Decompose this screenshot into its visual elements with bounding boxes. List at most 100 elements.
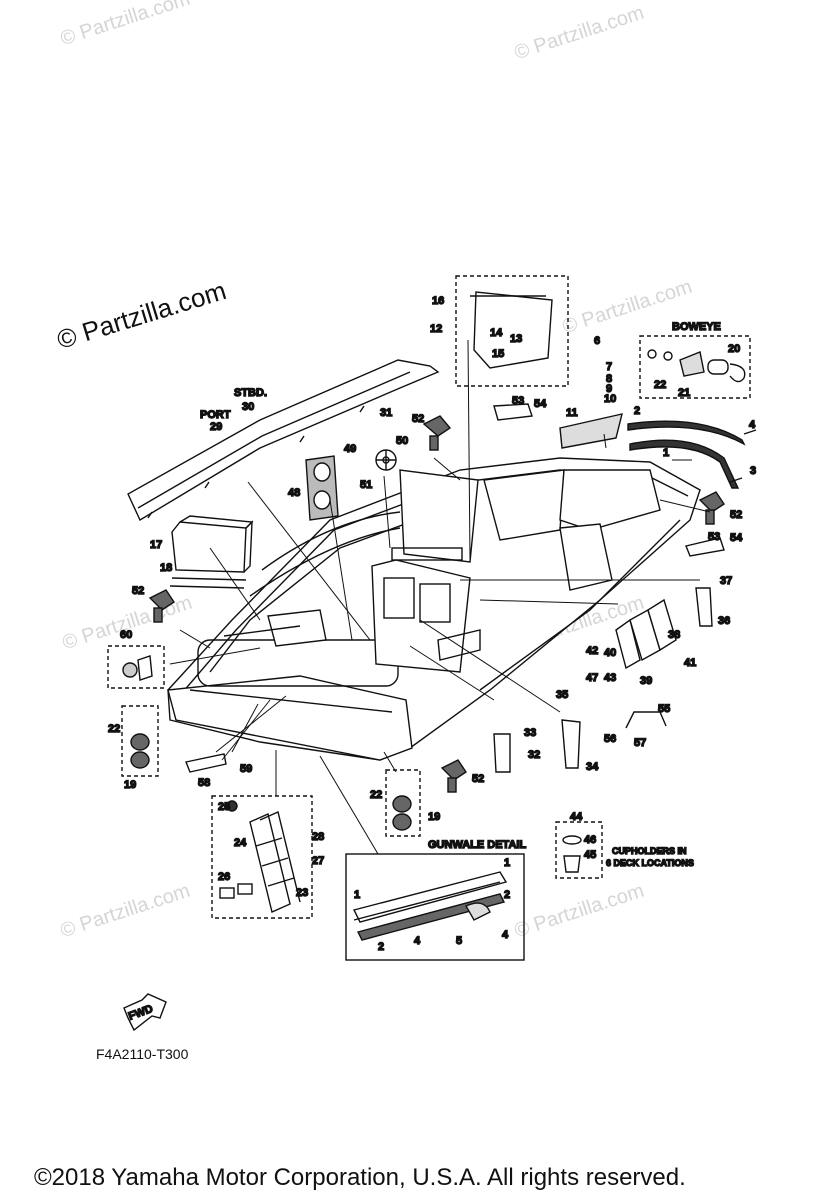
callout-13: 13 [510,333,522,345]
callout-30: 30 [242,401,254,413]
storage-tray [305,455,339,521]
callout-8: 8 [606,373,612,385]
detail-callout-4b: 4 [502,929,509,941]
callout-35: 35 [556,689,568,701]
callout-51: 51 [360,479,372,491]
stbd-label: STBD. [234,387,267,399]
callout-36: 36 [718,615,730,627]
callout-12: 12 [430,323,442,335]
callout-25: 25 [218,801,230,813]
callout-22-left: 22 [108,723,120,735]
callout-55: 55 [658,703,670,715]
callout-27: 27 [312,855,324,867]
callout-52-left: 52 [132,585,144,597]
callout-1: 1 [663,447,669,459]
callout-40: 40 [604,647,616,659]
stern-light-box [107,645,165,689]
callout-58: 58 [198,777,210,789]
detail-callout-1b: 1 [354,889,360,901]
callout-54-top: 54 [534,398,547,410]
detail-callout-5: 5 [456,935,462,947]
callout-18: 18 [160,562,172,574]
cooler [169,515,254,589]
callout-24: 24 [234,837,247,849]
boweye-label: BOWEYE [672,321,721,333]
callout-43: 43 [604,672,616,684]
callout-56: 56 [604,733,616,745]
steering-wheel [375,449,397,471]
callout-50: 50 [396,435,408,447]
cleats [148,403,725,793]
gunwale-strips [627,420,757,489]
callout-7: 7 [606,361,612,373]
rod-holders [493,587,713,773]
fender-bracket [559,413,623,449]
callout-21: 21 [678,387,690,399]
cupholders-note-line1: CUPHOLDERS IN [612,846,687,856]
hinge-right [385,769,421,837]
hinge-left [121,705,159,777]
callout-57: 57 [634,737,646,749]
callout-52-top: 52 [412,413,424,425]
callout-52-bottom: 52 [472,773,484,785]
gunwale-detail-label: GUNWALE DETAIL [428,839,526,851]
callout-2: 2 [634,405,640,417]
callout-29: 29 [210,421,222,433]
port-label: PORT [200,409,231,421]
callout-22-right: 22 [370,789,382,801]
rub-rail [127,359,440,522]
callout-9: 9 [606,383,612,395]
callout-34: 34 [586,761,599,773]
bow-rail [625,711,667,729]
callout-49: 49 [344,443,356,455]
callout-3: 3 [750,465,756,477]
ladder-box [211,795,313,919]
callout-59: 59 [240,763,252,775]
cupholders-note-line2: 6 DECK LOCATIONS [606,858,694,868]
callout-11: 11 [566,407,578,419]
callout-60: 60 [120,629,132,641]
boweye-box [639,335,751,399]
callout-20: 20 [728,343,740,355]
callout-42: 42 [586,645,598,657]
detail-callout-4: 4 [414,935,421,947]
callout-22-boweye: 22 [654,379,666,391]
copyright: ©2018 Yamaha Motor Corporation, U.S.A. A… [34,1164,686,1191]
callout-6: 6 [594,335,600,347]
callout-47: 47 [586,672,598,684]
callout-19-right: 19 [428,811,440,823]
callout-17: 17 [150,539,162,551]
callout-38: 38 [668,629,680,641]
callout-31: 31 [380,407,392,419]
cupholder-box [555,821,603,879]
detail-callout-2: 2 [504,889,510,901]
callout-52-right: 52 [730,509,742,521]
callout-numbers: 1 2 3 4 6 7 8 9 10 11 12 13 14 15 16 17 … [107,294,757,953]
callout-33: 33 [524,727,536,739]
leader-lines [169,339,711,855]
callout-28: 28 [312,831,324,843]
callout-4: 4 [749,419,756,431]
detail-callout-1: 1 [504,857,510,869]
detail-callout-2b: 2 [378,941,384,953]
callout-15: 15 [492,348,504,360]
callout-45: 45 [584,849,596,861]
callout-14: 14 [490,327,503,339]
diagram-code: F4A2110-T300 [96,1046,189,1062]
callout-44: 44 [570,811,583,823]
callout-32: 32 [528,749,540,761]
callout-53-top: 53 [512,395,524,407]
callout-23: 23 [296,887,308,899]
callout-39: 39 [640,675,652,687]
callout-48: 48 [288,487,300,499]
callout-10: 10 [604,393,616,405]
callout-16: 16 [432,295,444,307]
callout-46: 46 [584,834,596,846]
callout-53-right: 53 [708,531,720,543]
windshield-box [455,275,569,387]
callout-54-right: 54 [730,532,743,544]
fwd-arrow: FWD [123,993,167,1032]
callout-26: 26 [218,871,230,883]
gunwale-detail-box [345,853,525,961]
